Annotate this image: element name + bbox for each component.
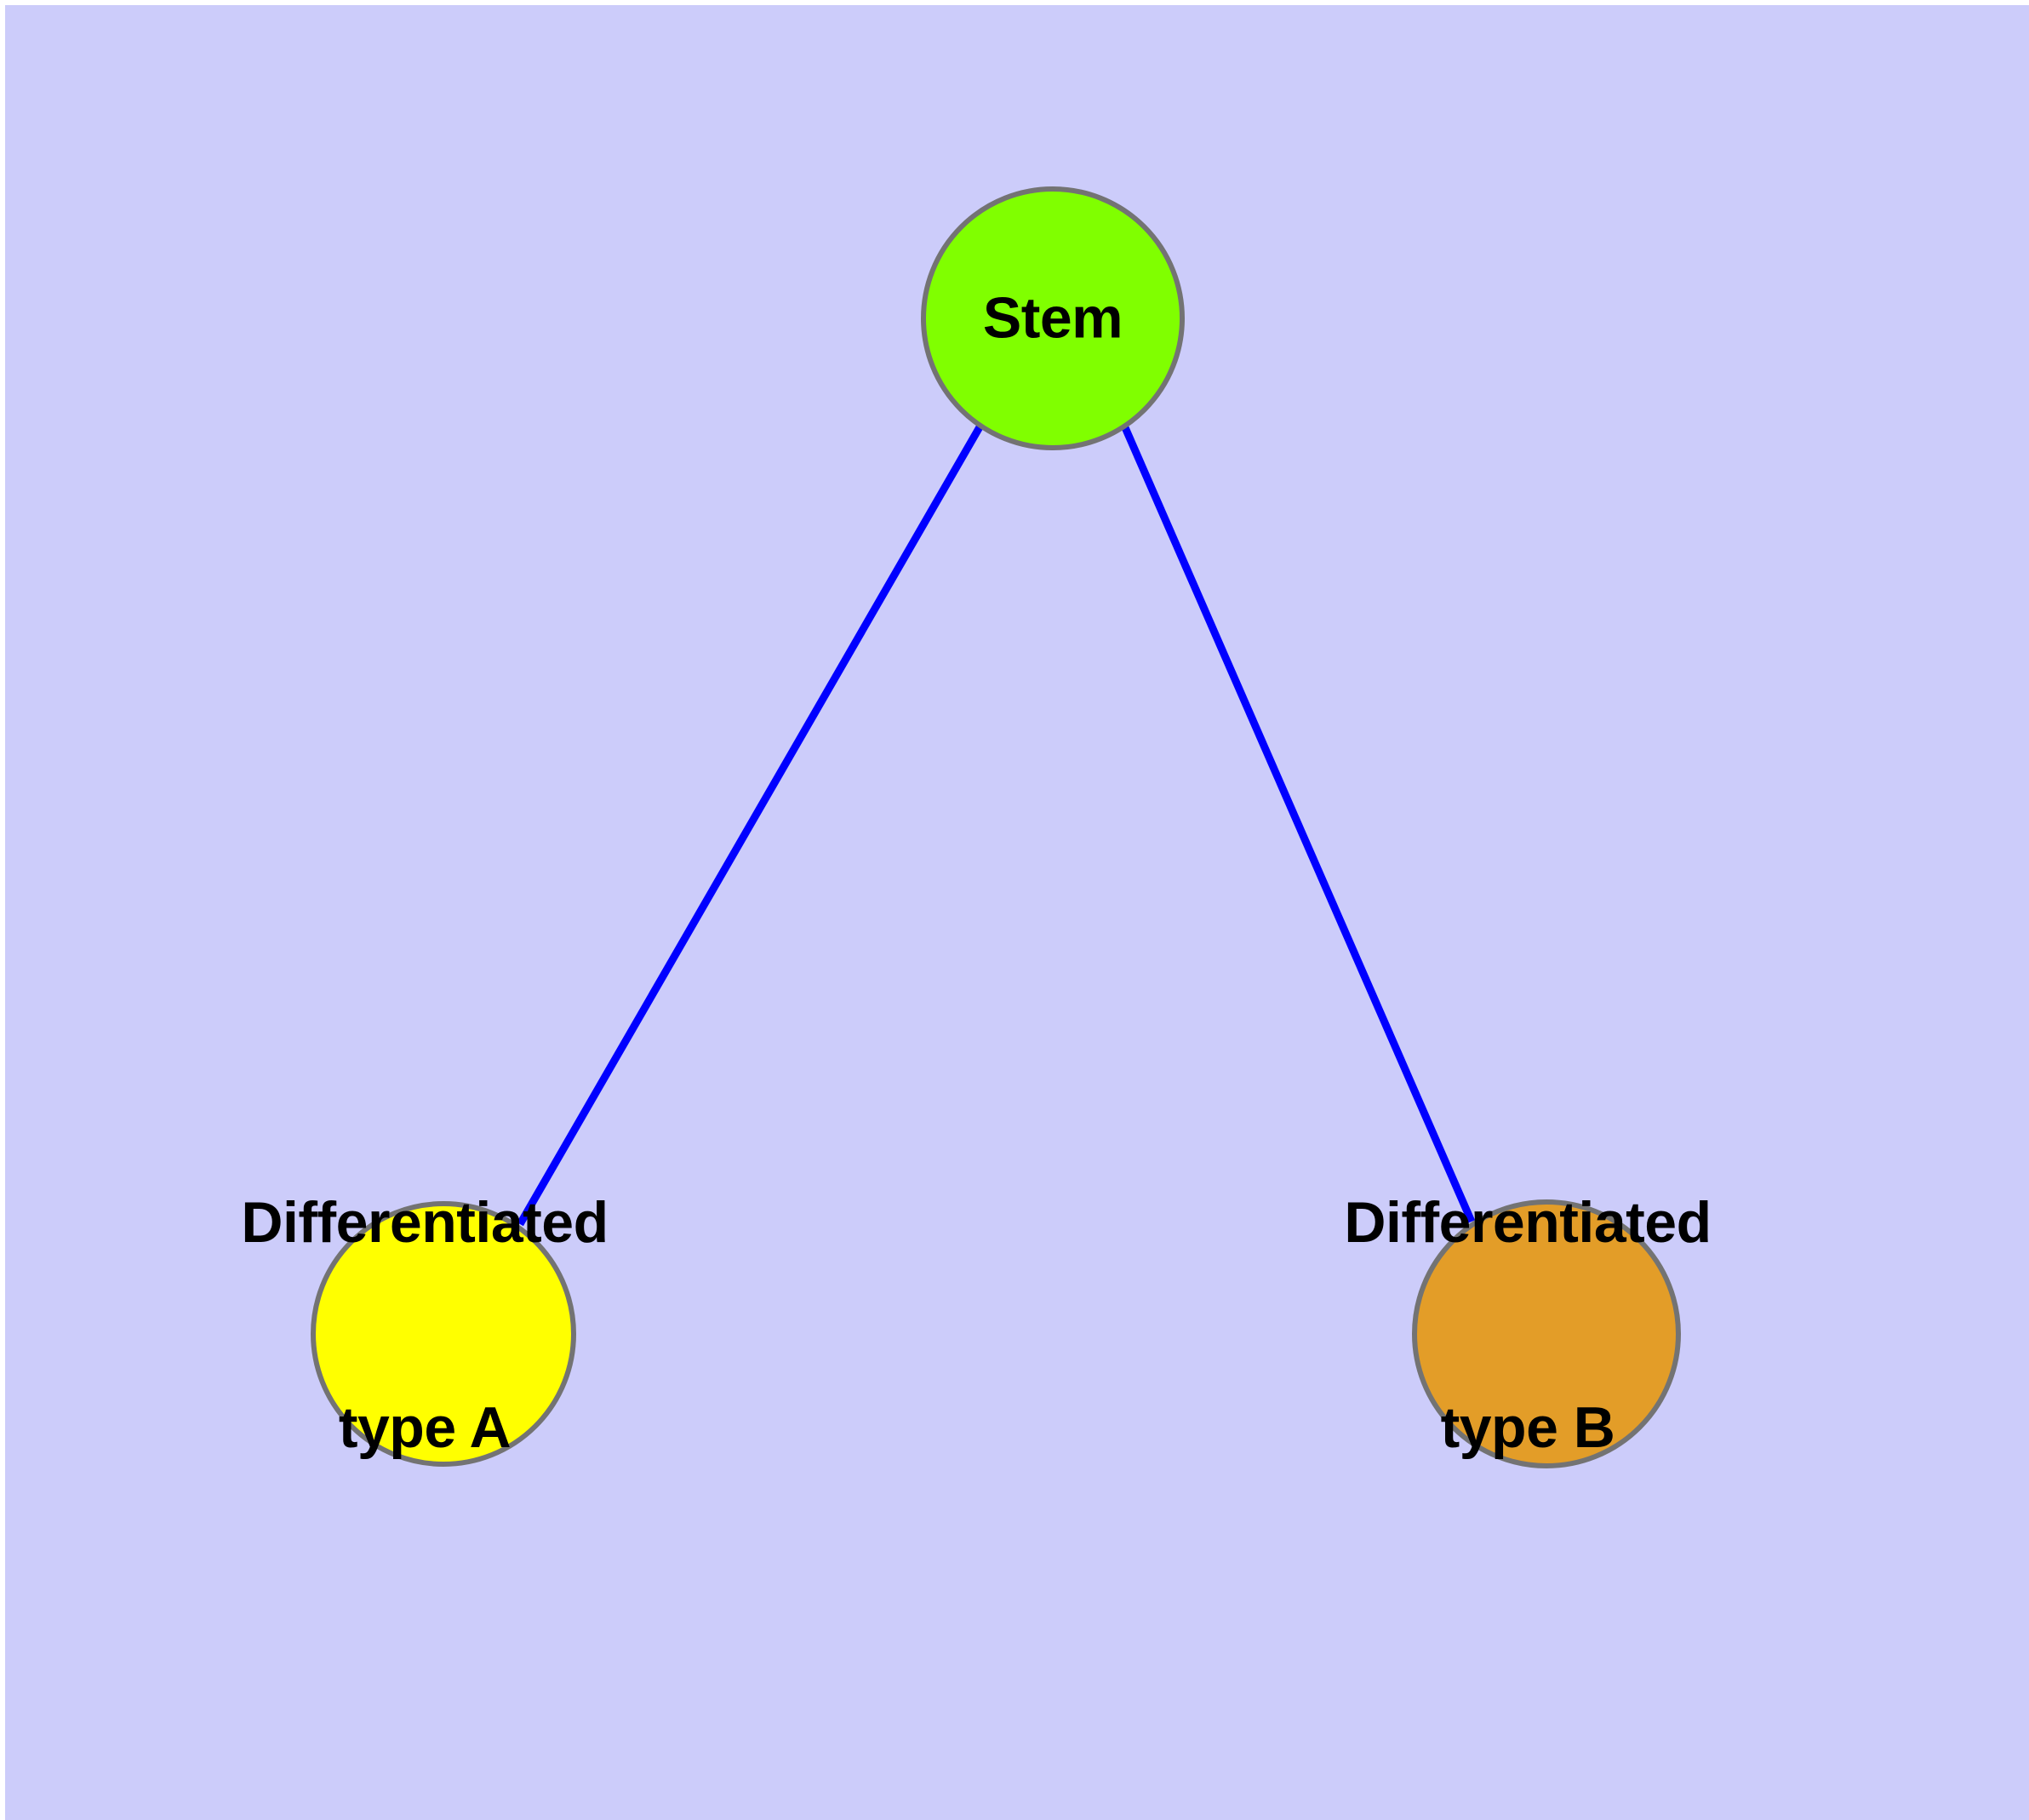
- node-layer: [311, 186, 1681, 1468]
- node-circle-diff-a[interactable]: [311, 1201, 576, 1467]
- edge-stem-to-diff-b[interactable]: [1120, 424, 1476, 1223]
- node-circle-diff-b[interactable]: [1412, 1199, 1681, 1468]
- node-circle-stem[interactable]: [921, 186, 1185, 450]
- edge-layer: [517, 423, 1476, 1227]
- edge-stem-to-diff-a[interactable]: [517, 423, 984, 1227]
